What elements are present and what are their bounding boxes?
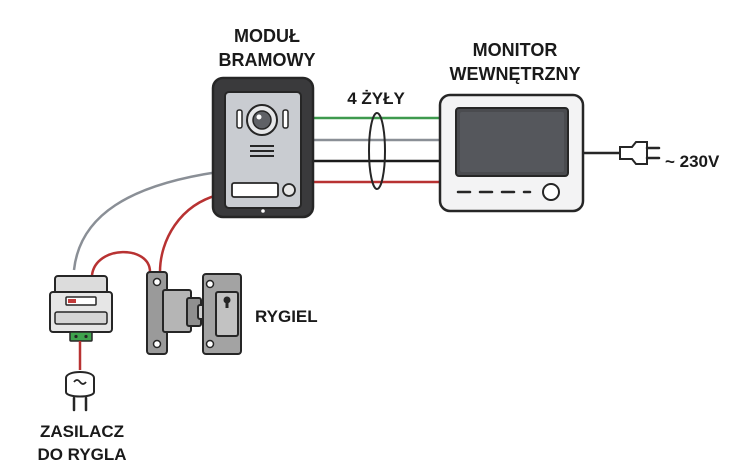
ir-led-right bbox=[282, 109, 289, 129]
gate-module-label-line1: MODUŁ bbox=[234, 26, 300, 46]
mains-label: ~ 230V bbox=[665, 152, 720, 171]
keeper-screw-top bbox=[205, 279, 215, 289]
monitor-label-line2: WEWNĘTRZNY bbox=[450, 64, 581, 84]
wires-label: 4 ŻYŁY bbox=[347, 89, 405, 108]
indoor-monitor bbox=[438, 93, 585, 213]
lock-keeper-body bbox=[215, 291, 239, 337]
lock-power-supply bbox=[49, 275, 113, 412]
keeper-screw-bottom bbox=[205, 339, 215, 349]
gate-module-label-line2: BRAMOWY bbox=[219, 50, 316, 70]
gate-module bbox=[211, 76, 315, 219]
electric-lock bbox=[146, 271, 242, 355]
psu-terminal-block bbox=[69, 331, 93, 342]
mounting-screw bbox=[261, 209, 265, 213]
lock-label: RYGIEL bbox=[255, 307, 318, 326]
monitor-talk-button bbox=[542, 183, 560, 201]
camera-lens-icon bbox=[246, 104, 278, 136]
wire-red-psu-to-lock bbox=[90, 250, 152, 276]
plug-icon bbox=[619, 141, 661, 165]
lock-psu-label-line2: DO RYGLA bbox=[37, 445, 126, 464]
name-plate bbox=[231, 182, 279, 198]
keyhole-icon bbox=[223, 296, 231, 308]
call-button-icon bbox=[282, 183, 296, 197]
strike-screw-bottom bbox=[152, 339, 162, 349]
psu-led bbox=[68, 299, 76, 303]
monitor-label-line1: MONITOR bbox=[473, 40, 558, 60]
psu-label-strip bbox=[54, 311, 108, 325]
strike-screw-top bbox=[152, 277, 162, 287]
plug-icon bbox=[65, 371, 95, 412]
speaker-grille-icon bbox=[250, 145, 274, 157]
mains-plug bbox=[583, 141, 661, 165]
ir-led-left bbox=[236, 109, 243, 129]
four-wire-bundle bbox=[310, 112, 440, 190]
wire-grey-to-psu bbox=[72, 170, 219, 271]
cable-bundle-marker bbox=[368, 112, 386, 190]
wire-red-to-lock bbox=[158, 193, 219, 273]
monitor-screen-glass bbox=[460, 112, 564, 172]
lock-psu-label-line1: ZASILACZ bbox=[40, 422, 124, 441]
